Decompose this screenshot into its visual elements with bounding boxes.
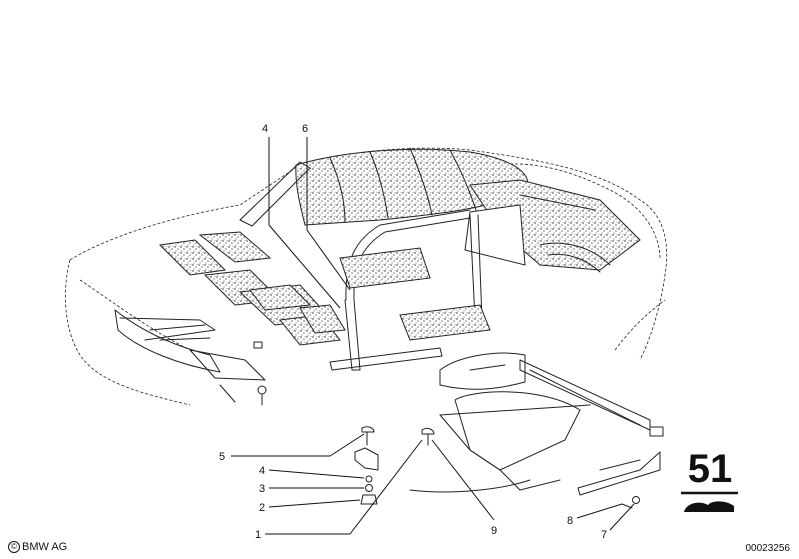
front-bulkhead-trim <box>114 309 267 406</box>
callout-7: 7 <box>601 529 607 541</box>
callout-8: 8 <box>567 515 573 527</box>
callout-9: 9 <box>491 525 497 537</box>
fastener-parts <box>354 426 640 509</box>
callout-6-top: 6 <box>302 123 308 135</box>
callout-5: 5 <box>219 451 225 463</box>
group-number: 51 <box>681 447 738 512</box>
leader-lines <box>231 137 635 535</box>
car-body-outline <box>65 147 668 406</box>
image-number: 00023256 <box>745 543 791 554</box>
copyright-icon: © <box>8 541 20 553</box>
floor-carpets-front <box>158 231 491 346</box>
callout-3: 3 <box>259 483 265 495</box>
callout-4-top: 4 <box>262 123 268 135</box>
rear-trim <box>464 179 641 273</box>
callout-4: 4 <box>259 465 265 477</box>
callout-2: 2 <box>259 502 265 514</box>
trunk-carpet <box>409 352 664 496</box>
group-number-text: 51 <box>688 447 733 491</box>
callout-1: 1 <box>255 529 261 541</box>
callout-labels: 4 6 5 4 3 2 1 9 8 7 <box>219 123 607 541</box>
copyright-text: BMW AG <box>22 541 68 553</box>
copyright-notice: © BMW AG <box>8 541 67 553</box>
